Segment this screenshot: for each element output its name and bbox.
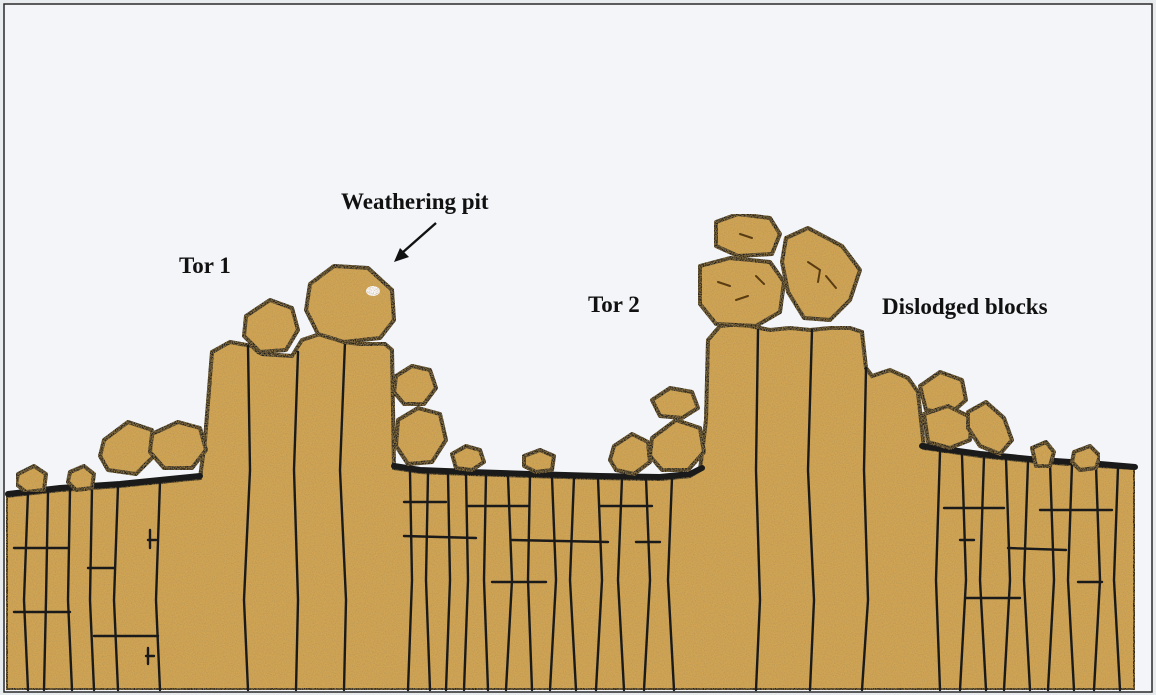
weathering-pit-hollow xyxy=(366,286,380,296)
boulder xyxy=(524,450,554,472)
boulder xyxy=(150,422,206,468)
boulder xyxy=(1032,442,1054,466)
boulder xyxy=(68,466,94,490)
label-tor-2: Tor 2 xyxy=(588,292,640,317)
boulder xyxy=(716,214,780,256)
label-dislodged-blocks: Dislodged blocks xyxy=(882,294,1048,319)
boulder xyxy=(452,446,484,470)
tor1-capstone-boulder xyxy=(306,266,394,342)
label-tor-1: Tor 1 xyxy=(179,253,231,278)
label-weathering-pit: Weathering pit xyxy=(341,189,489,214)
boulder xyxy=(1072,446,1100,470)
boulder xyxy=(924,406,972,448)
boulder xyxy=(394,366,436,404)
boulder xyxy=(700,258,784,326)
